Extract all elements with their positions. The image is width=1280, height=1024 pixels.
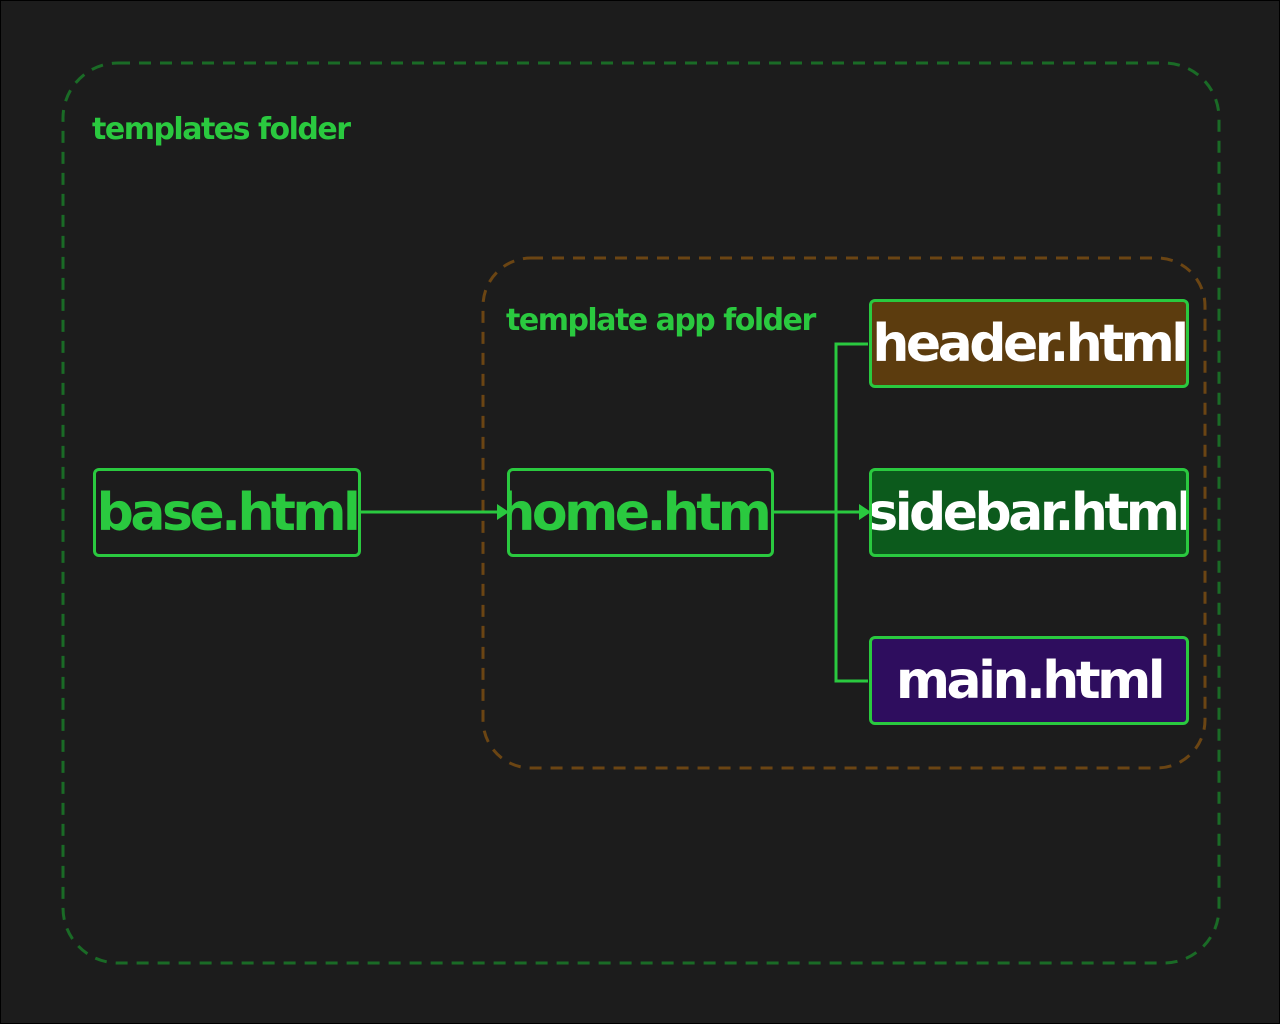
sidebar-html-label: sidebar.html — [869, 482, 1189, 543]
templates-folder-label: templates folder — [92, 112, 351, 147]
base-to-home-arrowhead — [497, 504, 509, 520]
home-html-node[interactable]: home.html — [507, 468, 774, 557]
main-html-node[interactable]: main.html — [869, 636, 1189, 725]
sidebar-html-node[interactable]: sidebar.html — [869, 468, 1189, 557]
home-to-sidebar-arrowhead — [859, 504, 871, 520]
main-html-label: main.html — [895, 650, 1166, 711]
base-html-node[interactable]: base.html — [93, 468, 361, 557]
header-html-label: header.html — [872, 313, 1186, 374]
template-app-folder-label: template app folder — [506, 303, 816, 338]
template-app-folder-border — [481, 256, 1207, 770]
templates-folder-border — [61, 61, 1221, 965]
base-html-label: base.html — [96, 482, 358, 543]
branch-trunk-connector — [834, 342, 868, 683]
home-html-label: home.html — [507, 482, 774, 543]
header-html-node[interactable]: header.html — [869, 299, 1189, 388]
